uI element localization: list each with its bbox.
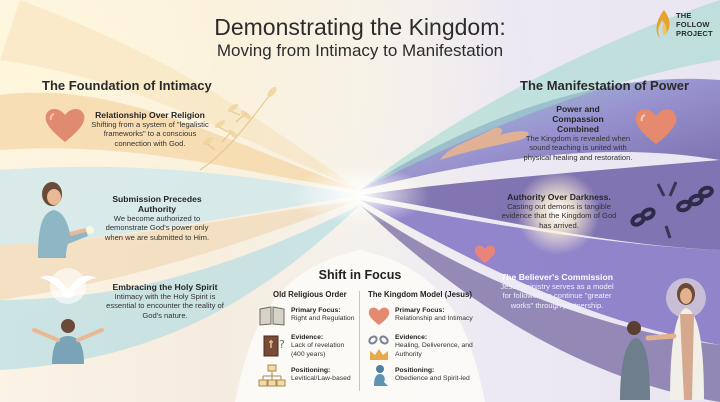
heart-icon [45, 108, 85, 142]
old-row-focus: Primary Focus: Right and Regulation [291, 307, 357, 324]
column-divider [359, 291, 360, 391]
heart-icon [368, 307, 390, 325]
card-title: Embracing the Holy Spirit [112, 282, 218, 292]
hierarchy-icon [258, 364, 286, 387]
logo-text-line-2: FOLLOW [676, 20, 710, 29]
card-title: Relationship Over Religion [95, 110, 205, 120]
right-card-authority: Authority Over Darkness. Casting out dem… [498, 192, 620, 230]
card-title: Authority Over Darkness. [507, 192, 611, 202]
card-text: We become authorized to demonstrate God'… [104, 214, 210, 242]
left-card-submission: Submission Precedes Authority We become … [96, 194, 218, 242]
page-subtitle: Moving from Intimacy to Manifestation [216, 41, 504, 60]
page-title: Demonstrating the Kingdom: [214, 14, 506, 40]
kingdom-model-heading: The Kingdom Model (Jesus) [368, 290, 472, 299]
row-value: Right and Regulation [291, 315, 355, 323]
right-card-commission: The Believer's Commission Jesus' ministr… [496, 272, 618, 310]
follow-project-logo: THE FOLLOW PROJECT [654, 8, 714, 48]
svg-text:?: ? [279, 338, 285, 351]
row-label: Positioning: [395, 367, 435, 374]
jesus-figure-icon [620, 278, 706, 400]
card-text: Casting out demons is tangible evidence … [501, 202, 617, 230]
chain-crown-icon [368, 335, 389, 360]
row-value: Relationship and Intimacy [395, 315, 473, 323]
card-title: The Believer's Commission [501, 272, 613, 282]
row-label: Evidence: [291, 334, 324, 341]
card-text: Jesus' ministry serves as a model for fo… [500, 282, 614, 310]
closed-book-icon: ? [263, 335, 285, 357]
row-value: Lack of revelation (400 years) [291, 342, 345, 358]
row-label: Evidence: [395, 334, 428, 341]
old-row-positioning: Positioning: Levitical/Law-based [291, 367, 357, 384]
new-row-evidence: Evidence: Healing, Deliverence, and Auth… [395, 334, 475, 359]
old-row-evidence: Evidence: Lack of revelation (400 years) [291, 334, 357, 359]
book-icon [259, 306, 285, 326]
heart-icon [635, 109, 677, 144]
row-label: Primary Focus: [395, 307, 445, 314]
flame-logo-icon [656, 10, 670, 38]
right-section-heading: The Manifestation of Power [520, 78, 690, 93]
left-section-heading: The Foundation of Intimacy [42, 78, 212, 93]
card-title: Power and Compassion Combined [552, 104, 604, 134]
row-label: Positioning: [291, 367, 331, 374]
praying-person-icon [38, 182, 94, 258]
dove-icon [32, 268, 104, 364]
card-text: Shifting from a system of "legalistic fr… [91, 120, 209, 148]
left-card-relationship: Relationship Over Religion Shifting from… [90, 110, 210, 148]
old-order-heading: Old Religious Order [273, 290, 347, 299]
card-text: The Kingdom is revealed when sound teach… [523, 134, 633, 162]
row-label: Primary Focus: [291, 307, 341, 314]
card-text: Intimacy with the Holy Spirit is essenti… [106, 292, 224, 320]
logo-text-line-3: PROJECT [676, 29, 713, 38]
shift-in-focus-title: Shift in Focus [318, 268, 402, 282]
row-value: Obedience and Spirit-led [395, 375, 470, 383]
new-row-positioning: Positioning: Obedience and Spirit-led [395, 367, 475, 384]
kneeling-person-icon [374, 365, 388, 386]
logo-text-line-1: THE [676, 11, 692, 20]
row-value: Healing, Deliverence, and Authority [395, 342, 473, 358]
right-card-power-compassion: Power and Compassion Combined The Kingdo… [516, 104, 640, 162]
new-row-focus: Primary Focus: Relationship and Intimacy [395, 307, 475, 324]
row-value: Levitical/Law-based [291, 375, 351, 383]
broken-chains-icon [630, 181, 714, 239]
small-heart-icon [474, 245, 496, 263]
left-card-holy-spirit: Embracing the Holy Spirit Intimacy with … [106, 282, 224, 320]
card-title: Submission Precedes Authority [112, 194, 202, 214]
